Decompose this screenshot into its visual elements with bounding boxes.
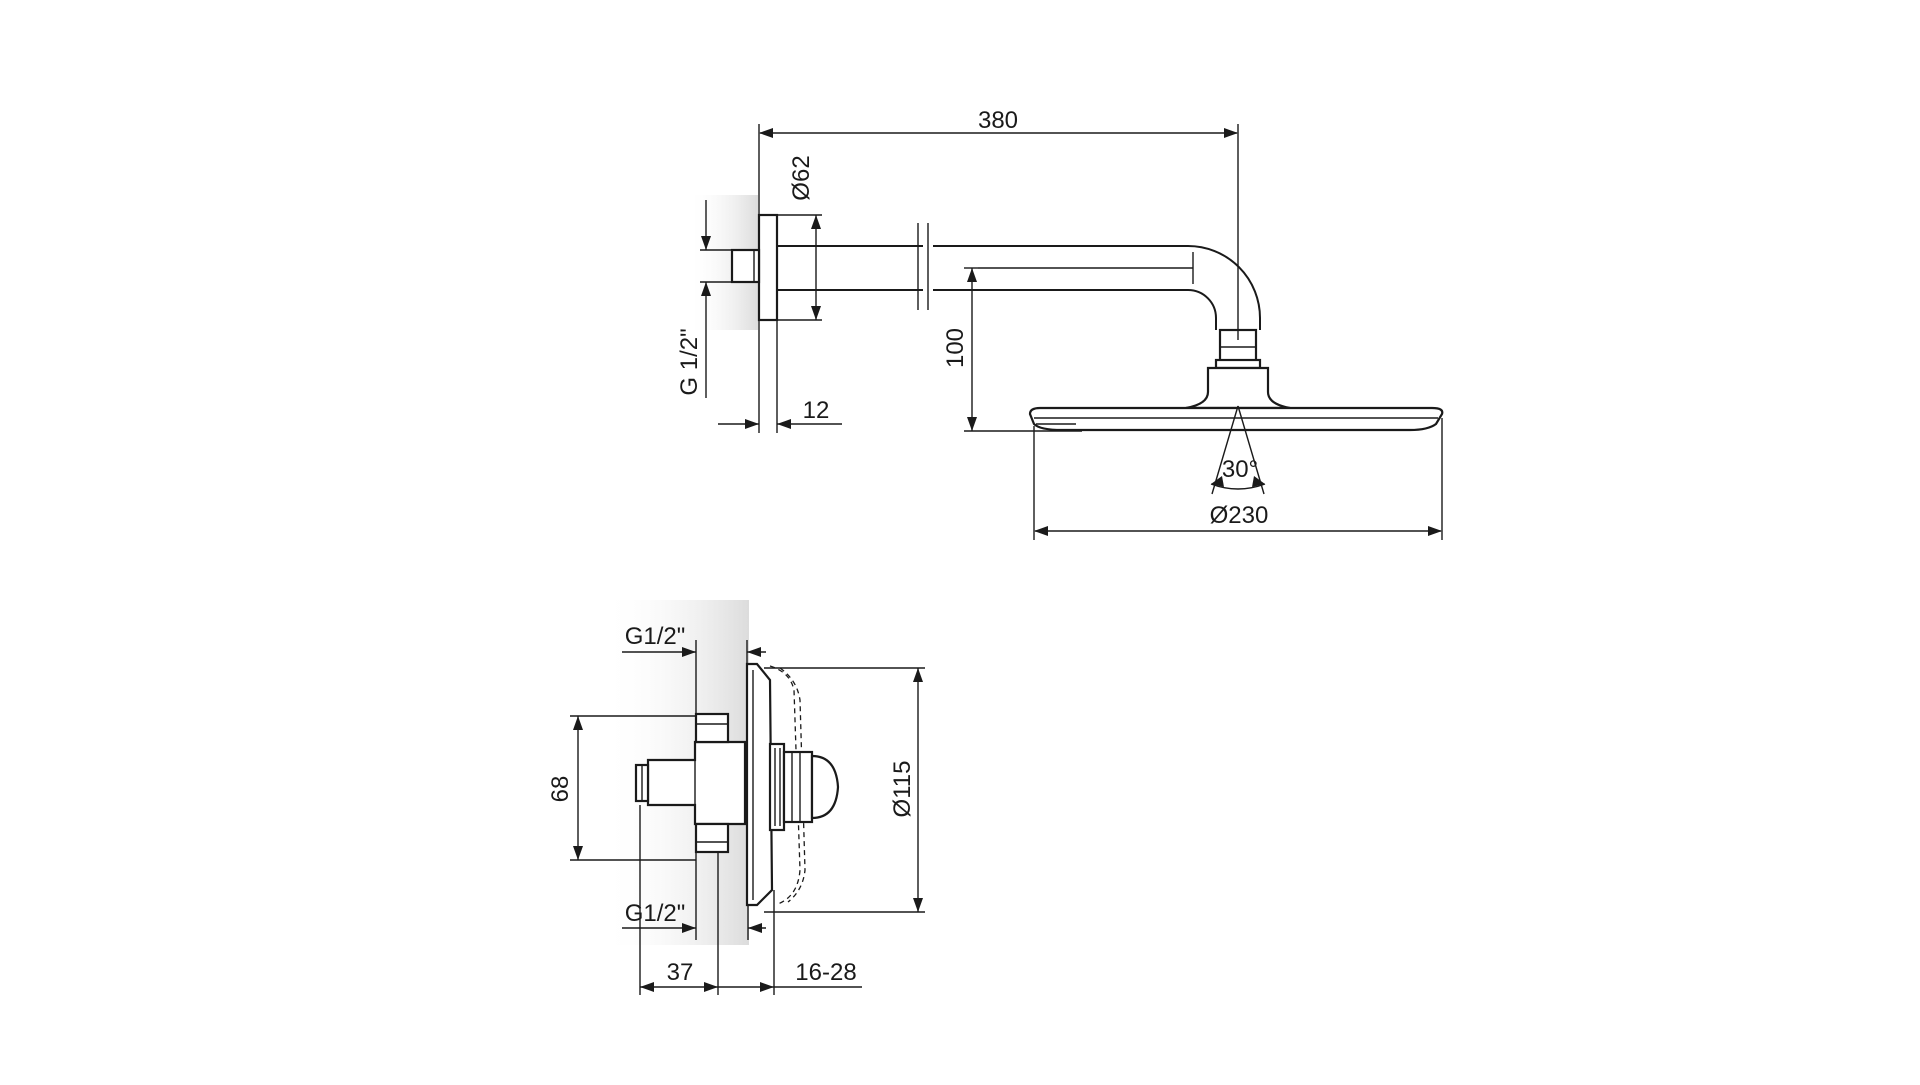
cover-outline <box>769 665 801 905</box>
label-head-diameter: Ø230 <box>1210 502 1269 529</box>
shower-arm-view: 380 Ø62 G 1/2" <box>676 107 1444 540</box>
dim-thread-top: G 1/2" <box>676 200 732 398</box>
label-flange-diameter: Ø62 <box>788 155 815 200</box>
label-flange-thickness: 12 <box>803 397 830 424</box>
label-thread-top: G 1/2" <box>676 328 703 395</box>
dim-flange-diameter: Ø62 <box>777 155 822 321</box>
label-drop-height: 100 <box>942 328 969 368</box>
dim-wall-range: 16-28 <box>718 890 862 995</box>
cover-plate <box>745 662 774 907</box>
dim-cover-diameter: Ø115 <box>764 667 925 913</box>
threaded-nipple <box>730 248 761 284</box>
label-valve-inlet-bottom: G1/2" <box>625 900 686 927</box>
knob <box>810 754 840 820</box>
dim-drop-height: 100 <box>942 267 1082 432</box>
label-valve-spacing: 68 <box>547 776 574 803</box>
dim-head-diameter: Ø230 <box>1033 418 1443 540</box>
wall-flange <box>757 213 779 322</box>
label-valve-inlet-top: G1/2" <box>625 623 686 650</box>
label-cover-diameter: Ø115 <box>889 761 916 818</box>
inlet-top <box>694 712 730 744</box>
dim-valve-depth: 37 <box>639 805 719 995</box>
label-spray-angle: 30° <box>1222 456 1258 483</box>
dim-valve-spacing: 68 <box>547 715 696 861</box>
concealed-valve-view: G1/2" 68 Ø115 G1/2" <box>547 600 925 995</box>
cartridge-collar <box>782 750 814 824</box>
cartridge-thread <box>768 742 786 832</box>
dim-arm-length: 380 <box>758 107 1239 215</box>
dim-spray-angle: 30° <box>1210 405 1266 495</box>
label-wall-range: 16-28 <box>795 959 856 986</box>
label-arm-length: 380 <box>978 107 1018 134</box>
shower-head-disc <box>1028 406 1444 432</box>
head-hub <box>1185 366 1291 410</box>
dim-valve-inlet-bottom: G1/2" <box>622 852 766 940</box>
label-valve-depth: 37 <box>667 959 694 986</box>
dim-flange-thickness: 12 <box>718 320 842 433</box>
dim-valve-inlet-top: G1/2" <box>622 623 766 714</box>
inlet-bottom <box>694 822 730 854</box>
